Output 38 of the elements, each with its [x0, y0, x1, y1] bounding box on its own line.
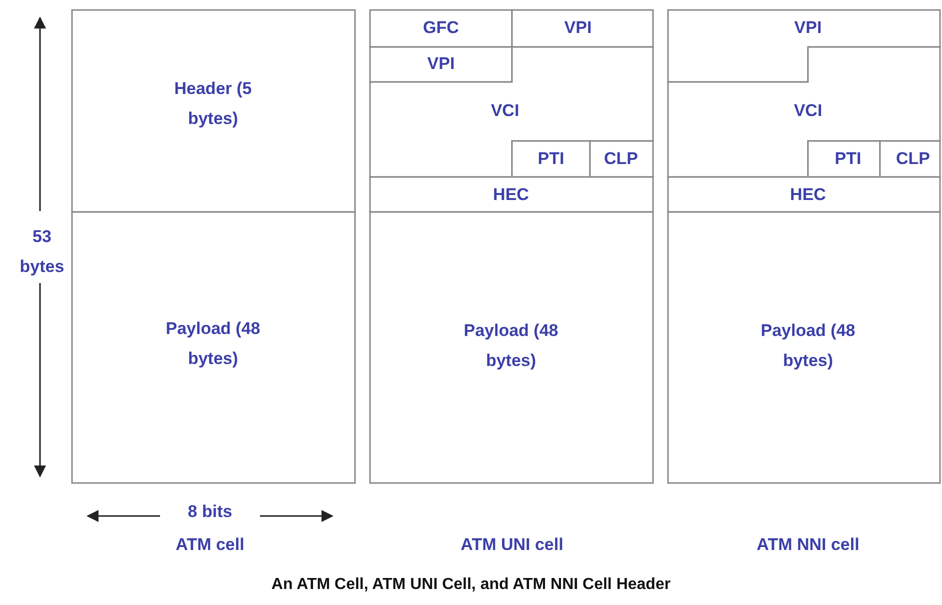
field-box [590, 141, 653, 177]
field-label: VCI [490, 100, 520, 122]
field-label: VPI [427, 53, 455, 75]
field-box [370, 47, 512, 82]
field-label: PTI [834, 148, 862, 170]
field-box [880, 141, 940, 177]
field-label: Payload (48 bytes) [164, 318, 262, 370]
field-label: CLP [896, 148, 930, 170]
field-box [370, 10, 512, 47]
field-box [370, 212, 653, 483]
field-box [512, 10, 653, 47]
field-box [370, 47, 653, 177]
field-label: VCI [794, 100, 822, 122]
dimension-label: 8 bits [188, 501, 232, 523]
field-box [808, 141, 880, 177]
field-box [668, 212, 940, 483]
field-box [72, 212, 355, 483]
field-label: VPI [794, 17, 822, 39]
field-box [512, 141, 590, 177]
field-box [668, 47, 940, 177]
field-label: Payload (48 bytes) [760, 320, 856, 372]
cell-caption: ATM NNI cell [756, 534, 860, 556]
field-label: Payload (48 bytes) [462, 320, 560, 372]
dimension-label: 53 bytes [18, 226, 66, 278]
field-box [370, 177, 653, 212]
field-label: CLP [604, 148, 638, 170]
field-label: PTI [538, 148, 564, 170]
figure-caption: An ATM Cell, ATM UNI Cell, and ATM NNI Cell Header [271, 576, 671, 594]
field-box [668, 10, 940, 82]
cell-caption: ATM cell [176, 534, 244, 556]
field-label: HEC [493, 184, 529, 206]
field-box [668, 177, 940, 212]
field-label: HEC [790, 184, 826, 206]
field-label: Header (5 bytes) [173, 78, 253, 130]
field-label: GFC [423, 17, 459, 39]
field-label: VPI [564, 17, 592, 39]
field-box [72, 10, 355, 212]
cell-caption: ATM UNI cell [460, 534, 564, 556]
